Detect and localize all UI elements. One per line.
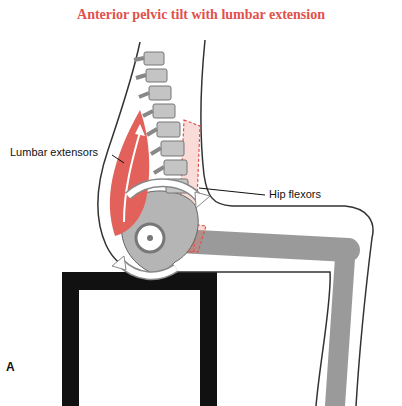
femoral-head: [136, 224, 164, 252]
rotation-arrow: [120, 262, 176, 276]
body-outline-front: [201, 40, 373, 406]
arrowhead: [195, 192, 210, 208]
lumbar-extensor-muscle: [110, 110, 149, 236]
rotation-arrow: [120, 262, 176, 276]
rotation-arrow: [128, 183, 200, 200]
muscle-label: Lumbar extensors: [10, 146, 98, 158]
tibia: [335, 258, 345, 406]
rotation-arrow: [128, 183, 200, 200]
leader-line: [199, 188, 265, 195]
figure-title: Anterior pelvic tilt with lumbar extensi…: [0, 7, 402, 23]
stool: [62, 272, 217, 406]
leader-line: [112, 155, 124, 163]
arrowhead: [135, 124, 145, 136]
hip-axis: [147, 235, 153, 241]
panel-letter: A: [6, 360, 15, 374]
body-outline-back: [98, 42, 330, 406]
muscle-label: Hip flexors: [269, 188, 321, 200]
arrowhead: [112, 256, 126, 270]
muscle-arrow: [124, 132, 140, 222]
